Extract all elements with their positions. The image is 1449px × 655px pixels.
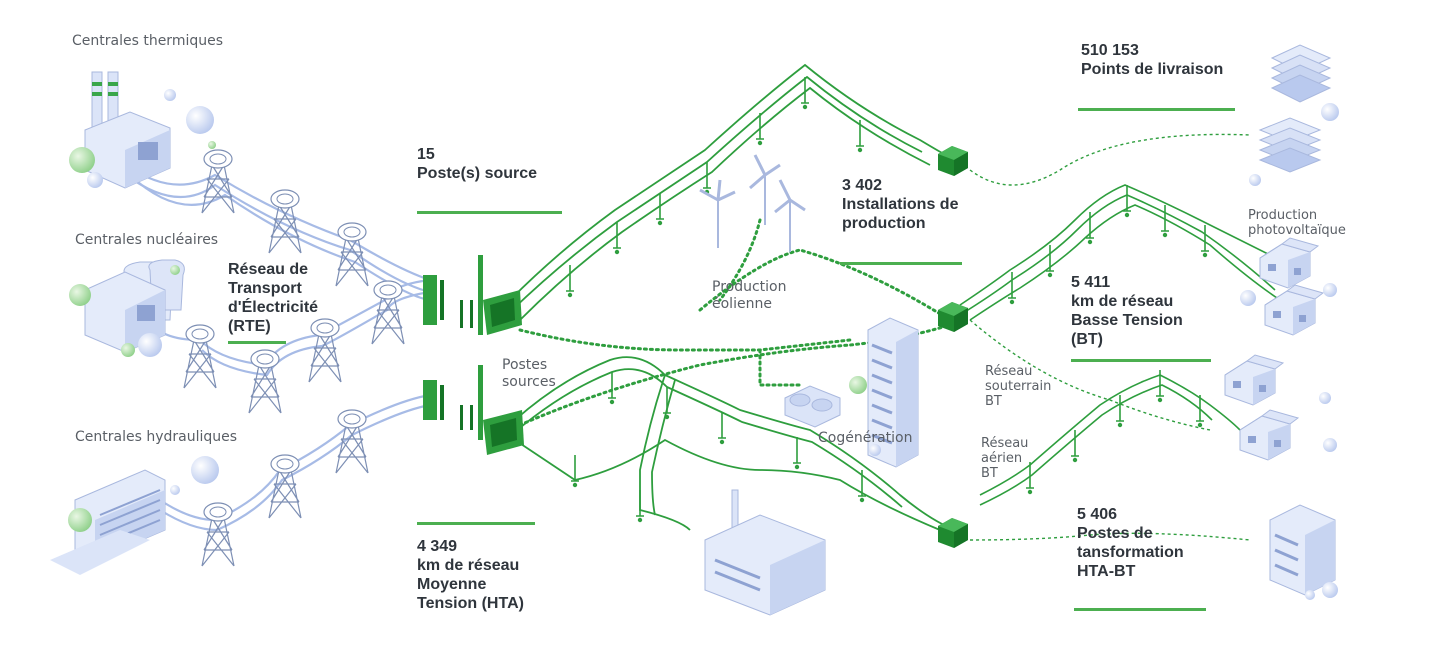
underground-thin-lines <box>969 133 1251 541</box>
apartment-blocks-icon <box>1269 504 1338 600</box>
stat-caption: HTA-BT <box>1077 563 1136 580</box>
label-centrales-hydrauliques: Centrales hydrauliques <box>75 429 238 445</box>
label-postes-sources-line: Postes <box>502 357 548 373</box>
stat-postes-source: 15 Poste(s) source <box>417 145 537 183</box>
wind-turbines-icon <box>699 154 806 252</box>
stat-caption: (BT) <box>1071 331 1103 348</box>
hydro-plant-icon <box>50 456 219 575</box>
stat-hta-rule <box>417 522 535 525</box>
label-production-eolienne: Production éolienne <box>712 279 786 313</box>
label-souterrain-line: Réseau <box>985 364 1033 379</box>
label-rte-line: Transport <box>228 280 302 297</box>
stat-value: 510 153 <box>1081 42 1139 59</box>
nuclear-plant-icon <box>69 259 185 357</box>
stat-caption: Points de livraison <box>1081 61 1224 78</box>
stat-bt-rule <box>1071 359 1211 362</box>
label-rte-line: (RTE) <box>228 318 271 335</box>
label-eolienne-line: éolienne <box>712 296 772 312</box>
label-souterrain-line: souterrain <box>985 379 1052 394</box>
label-aerien-line: aérien <box>981 451 1023 466</box>
label-centrales-nucleaires: Centrales nucléaires <box>75 232 219 248</box>
label-production-photovoltaique: Production photovoltaïque <box>1248 208 1346 238</box>
label-rte-line: d'Électricité <box>228 299 319 316</box>
stat-caption: production <box>842 215 926 232</box>
label-centrales-thermiques: Centrales thermiques <box>72 33 224 49</box>
pv-houses-icon <box>1240 237 1337 336</box>
label-rte: Réseau de Transport d'Électricité (RTE) <box>228 260 318 336</box>
postes-sources-icons <box>423 255 524 455</box>
label-postes-sources-line: sources <box>502 374 556 390</box>
stat-caption: km de réseau <box>417 557 520 574</box>
cogeneration-icon <box>784 385 841 428</box>
stat-postes-transfo-rule <box>1074 608 1206 611</box>
stat-value: 5 411 <box>1071 274 1111 291</box>
stat-caption: Installations de <box>842 196 959 213</box>
label-reseau-aerien: Réseau aérien BT <box>981 436 1028 481</box>
rte-rule <box>228 341 286 344</box>
stat-value: 3 402 <box>842 177 883 194</box>
label-postes-sources: Postes sources <box>502 357 556 391</box>
label-eolienne-line: Production <box>712 279 787 295</box>
residential-houses-icon <box>1224 354 1337 461</box>
stat-livraison-rule <box>1078 108 1235 111</box>
stat-caption: tansformation <box>1077 544 1184 561</box>
stat-value: 5 406 <box>1077 506 1118 523</box>
stat-points-livraison: 510 153 Points de livraison <box>1081 41 1223 79</box>
stat-caption: Moyenne <box>417 576 487 593</box>
stat-postes-source-rule <box>417 211 562 214</box>
stat-value: 15 <box>417 146 435 163</box>
stat-installations-rule <box>840 262 962 265</box>
rte-lines <box>119 159 431 532</box>
label-rte-line: Réseau de <box>228 261 309 278</box>
stat-caption: Basse Tension <box>1071 312 1183 329</box>
label-reseau-souterrain: Réseau souterrain BT <box>985 364 1051 409</box>
label-pv-line: Production <box>1248 208 1318 223</box>
bt-lines <box>959 184 1281 506</box>
factory-icon <box>704 489 826 616</box>
label-souterrain-line: BT <box>985 394 1002 409</box>
stat-postes-transformation: 5 406 Postes de tansformation HTA-BT <box>1077 505 1184 581</box>
stat-caption: Tension (HTA) <box>417 595 524 612</box>
stat-value: 4 349 <box>417 538 458 555</box>
thermal-plant-icon <box>69 71 216 189</box>
office-building-icon <box>849 317 919 468</box>
label-aerien-line: BT <box>981 466 998 481</box>
stat-caption: Poste(s) source <box>417 165 538 182</box>
stat-caption: Postes de <box>1077 525 1153 542</box>
stat-reseau-hta: 4 349 km de réseau Moyenne Tension (HTA) <box>417 537 524 613</box>
stat-caption: km de réseau <box>1071 293 1174 310</box>
label-cogeneration: Cogénération <box>818 430 913 446</box>
stat-installations-production: 3 402 Installations de production <box>842 176 958 233</box>
stat-reseau-bt: 5 411 km de réseau Basse Tension (BT) <box>1071 273 1183 349</box>
label-aerien-line: Réseau <box>981 436 1029 451</box>
label-pv-line: photovoltaïque <box>1248 223 1346 238</box>
delivery-buildings-icon <box>1249 44 1339 186</box>
rte-pylons <box>183 149 405 567</box>
